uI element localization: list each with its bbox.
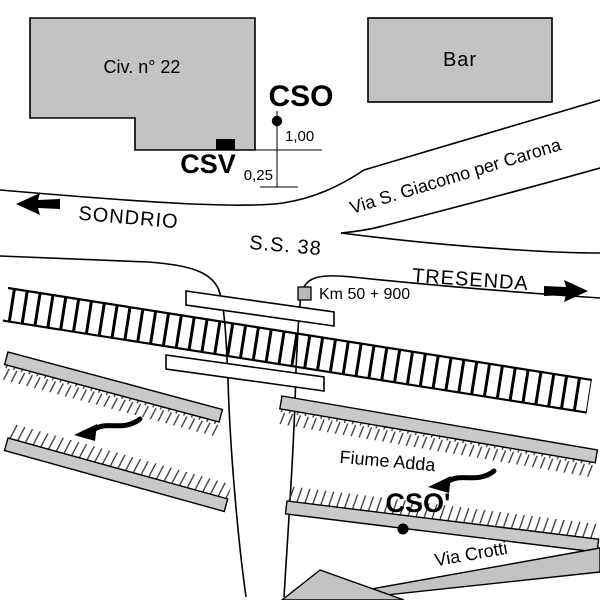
point-cso-prime-dot [397,523,409,535]
river-bank-upper-left [0,351,224,437]
road-edge-top [0,99,600,206]
bank-strip [3,437,229,513]
river-bank-lower-right [284,486,600,553]
river-label: Fiume Adda [339,447,437,475]
km-marker-label: Km 50 + 900 [319,286,410,303]
bank-strip [284,500,600,553]
railway-rail-upper [7,286,592,382]
bank-hatch [8,423,232,499]
tresenda-direction-arrow [544,280,588,302]
point-csv-square [216,139,235,150]
sondrio-direction-arrow [16,193,60,215]
dimension-100-label: 1,00 [285,128,314,145]
bridge-parapet-north [185,290,335,327]
river-bank-upper-right [277,395,599,478]
arrowhead [74,424,97,441]
river-flow-arrow-east [428,468,497,493]
bank-hatch [277,408,596,478]
road-label-via-crotti: Via Crotti [433,538,509,570]
building-bar [367,17,553,103]
road-edge-east-top [340,232,600,254]
arrowhead [428,476,451,493]
building-civ22-label: Civ. n° 22 [104,57,181,77]
road-edge-diagonal-lower [340,167,600,234]
river-bank-lower-left [3,423,232,513]
road-label-tresenda: TRESENDA [411,265,529,295]
bridge-parapet-south [165,354,325,392]
via-crotti-road [309,547,600,600]
railway-ties [2,288,592,413]
point-cso-label: CSO [268,80,333,113]
bank-hatch [0,364,220,437]
river-flow-arrow-west [74,416,143,441]
building-civ22 [29,17,256,151]
road-label-sondrio: SONDRIO [78,203,180,234]
road-label-via-giacomo: Via S. Giacomo per Carona [347,134,564,218]
bank-strip [3,351,224,423]
bank-hatch [287,486,600,540]
road-wedge [280,569,405,600]
road-label-ss38: S.S. 38 [248,232,322,260]
km-marker-square [297,286,312,301]
railway-track [2,286,592,414]
bank-strip [279,395,599,464]
railway-rail-lower [2,319,587,414]
point-csv-label: CSV [180,149,236,179]
building-bar-label: Bar [443,49,477,71]
point-cso-prime-label: CSO' [386,488,451,518]
dimension-025-label: 0,25 [244,167,273,184]
